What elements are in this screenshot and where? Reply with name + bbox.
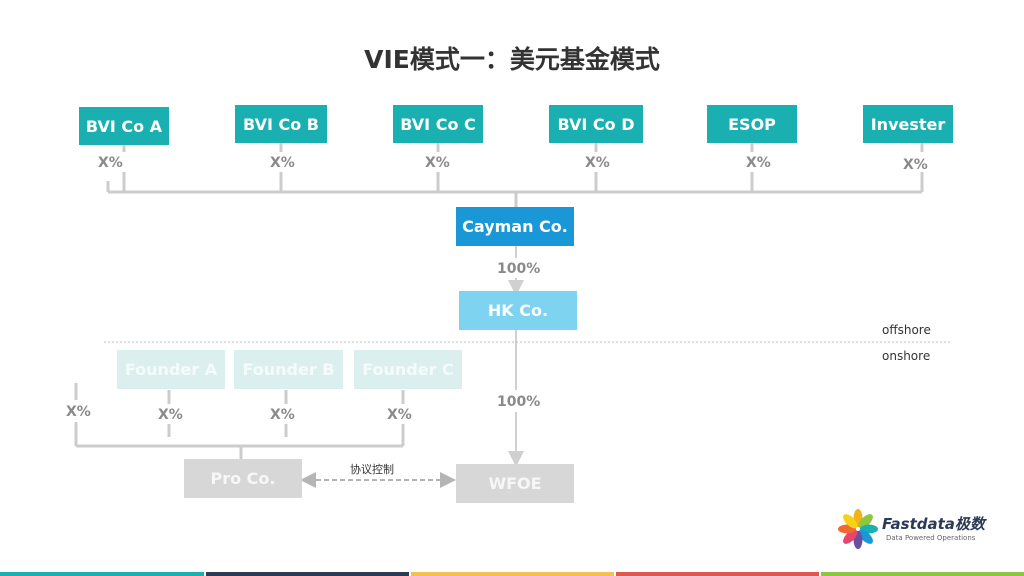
founder-b-pct: X% bbox=[270, 407, 295, 423]
fastdata-logo-icon bbox=[838, 509, 878, 549]
cayman-co-box: Cayman Co. bbox=[456, 207, 574, 246]
invester-pct: X% bbox=[903, 157, 928, 173]
founder-a-pct: X% bbox=[158, 407, 183, 423]
wfoe-box: WFOE bbox=[456, 464, 574, 503]
founder-c-box: Founder C bbox=[354, 350, 462, 389]
footer-bar-green bbox=[821, 572, 1024, 576]
hk-to-wfoe-pct: 100% bbox=[497, 394, 541, 410]
investor-invester: Invester bbox=[863, 105, 953, 143]
footer-bar-teal bbox=[0, 572, 204, 576]
investor-c-pct: X% bbox=[425, 155, 450, 171]
investor-bvi-co-c: BVI Co C bbox=[393, 105, 483, 143]
pro-co-box: Pro Co. bbox=[184, 459, 302, 498]
investor-bvi-co-d: BVI Co D bbox=[549, 105, 643, 143]
hk-co-box: HK Co. bbox=[459, 291, 577, 330]
footer-bar-yellow bbox=[411, 572, 614, 576]
investor-d-pct: X% bbox=[585, 155, 610, 171]
investor-esop: ESOP bbox=[707, 105, 797, 143]
investor-bvi-co-b: BVI Co B bbox=[235, 105, 327, 143]
logo-tagline: Data Powered Operations bbox=[886, 534, 976, 542]
investor-a-pct: X% bbox=[98, 155, 123, 171]
onshore-label: onshore bbox=[882, 349, 931, 363]
founder-a-box: Founder A bbox=[117, 350, 225, 389]
founder-b-box: Founder B bbox=[234, 350, 343, 389]
investor-bvi-co-a: BVI Co A bbox=[79, 107, 169, 145]
esop-pct: X% bbox=[746, 155, 771, 171]
page-title: VIE模式一：美元基金模式 bbox=[364, 45, 660, 74]
other-holder-pct: X% bbox=[66, 404, 91, 420]
footer-bar-navy bbox=[206, 572, 409, 576]
offshore-label: offshore bbox=[882, 323, 931, 337]
cayman-to-hk-pct: 100% bbox=[497, 261, 541, 277]
logo-name: Fastdata极数 bbox=[882, 515, 985, 533]
agreement-control-label: 协议控制 bbox=[350, 463, 394, 476]
footer-bar-red bbox=[616, 572, 819, 576]
founder-c-pct: X% bbox=[387, 407, 412, 423]
investor-b-pct: X% bbox=[270, 155, 295, 171]
